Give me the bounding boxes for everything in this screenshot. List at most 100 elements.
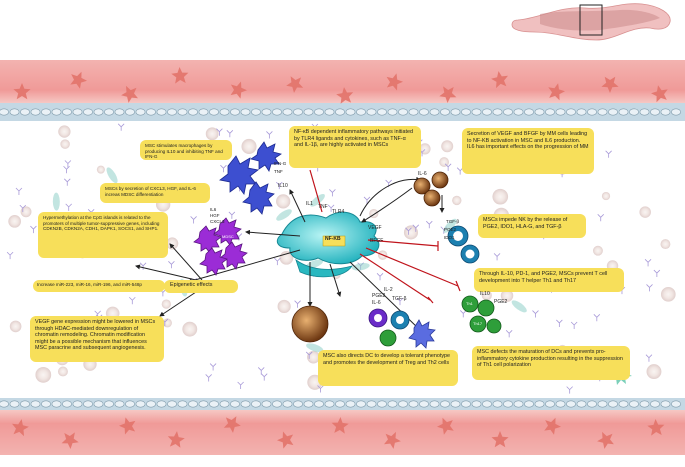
endothelial-cell (534, 108, 545, 116)
il6-dc-label: IL-6 (372, 300, 381, 306)
endothelial-cell (125, 400, 135, 408)
endothelial-cell (639, 108, 650, 116)
endothelial-cell (576, 108, 587, 116)
msc-icon (276, 211, 380, 278)
stromal-cell (106, 167, 118, 184)
endothelial-cell (513, 400, 524, 408)
antibody-mark (444, 163, 452, 171)
antibody-mark (209, 363, 217, 371)
antibody-mark (30, 225, 37, 234)
vessel-cell-stars (12, 67, 668, 449)
endothelial-cell (324, 400, 335, 408)
vegf-label: VEGF (368, 225, 382, 231)
endothelial-cell (377, 400, 387, 408)
vessel-star-cell (437, 417, 454, 435)
vessel-star-cell (167, 431, 185, 448)
red-blood-cell (161, 299, 171, 309)
endothelial-cell (461, 108, 471, 116)
il2-label: IL-2 (384, 287, 393, 293)
endothelial-cell (72, 400, 83, 408)
nk-box: MSCs impede NK by the release of PGE2, I… (478, 214, 586, 238)
mdsc-icon (193, 217, 248, 276)
antibody-mark (257, 367, 265, 375)
endothelial-cell (167, 108, 177, 116)
endothelial-cell (513, 108, 524, 116)
endothelial-cell (356, 400, 366, 408)
endothelial-cell (125, 108, 135, 116)
dendritic-cell-icon (368, 308, 436, 349)
nfkb-label: NF-KB (325, 236, 341, 242)
il10-label: IL10 (278, 183, 288, 189)
endothelial-cell (135, 400, 146, 408)
endothelial-cell (440, 108, 450, 116)
vegf-bfgf-box: Secretion of VEGF and BFGF by MM cells l… (462, 128, 594, 174)
antibody-mark (205, 374, 212, 382)
red-blood-cell (403, 225, 419, 240)
bfgf-label: BFGF (370, 238, 384, 244)
antibody-mark (505, 330, 513, 338)
endothelial-cell (209, 400, 219, 408)
antibody-mark (405, 227, 412, 235)
endothelial-cell (188, 108, 198, 116)
endothelial-cell (660, 400, 671, 408)
antibody-mark (275, 181, 283, 190)
antibody-mark (532, 310, 539, 318)
endothelial-cell (671, 400, 681, 408)
il6-label: IL-6 (418, 171, 427, 177)
dc-treg-box: MSC also directs DC to develop a toleran… (318, 350, 458, 386)
endothelial-cell (240, 400, 251, 408)
endothelial-cell (230, 108, 240, 116)
endothelial-cell (219, 400, 230, 408)
endothelial-cell (230, 400, 240, 408)
endothelial-cell (440, 400, 450, 408)
endothelial-cell (450, 108, 461, 116)
antibody-mark (274, 257, 281, 266)
endothelial-cell (324, 108, 335, 116)
red-blood-cell (241, 138, 257, 154)
vessel-star-cell (121, 85, 138, 103)
endothelial-cell (293, 400, 303, 408)
endothelial-cell (398, 108, 408, 116)
pge2-t-label: PGE2 (494, 299, 508, 305)
endothelial-cell (471, 108, 482, 116)
vessel-star-cell (601, 76, 619, 93)
endothelial-cell (72, 108, 83, 116)
endothelial-cell (618, 108, 629, 116)
il1-label: IL1 (306, 201, 313, 207)
endothelial-cell (261, 108, 272, 116)
antibody-mark (266, 131, 273, 139)
antibody-mark (653, 269, 661, 278)
endothelial-cell (146, 108, 156, 116)
antibody-mark (216, 128, 223, 136)
antibody-mark (493, 253, 501, 261)
endothelial-cell (93, 108, 104, 116)
tlr4-label: TLR4 (332, 209, 345, 215)
endothelial-cell (387, 108, 398, 116)
red-blood-cell (58, 366, 68, 377)
endothelial-cell (282, 108, 293, 116)
endothelial-cell (30, 108, 41, 116)
red-blood-cell (646, 364, 662, 380)
macrophage-box: MSC stimulates macrophages by producing … (140, 140, 232, 160)
vessel-star-cell (491, 431, 509, 448)
antibody-mark (64, 160, 72, 168)
endothelial-cell (314, 400, 324, 408)
endothelial-cell (41, 400, 51, 408)
vessel-star-cell (544, 417, 561, 435)
macrophage-icon (219, 141, 282, 215)
endothelial-cell (30, 400, 41, 408)
endothelial-cell (608, 108, 618, 116)
nfkb-pathway-box: NF-κB dependent inflammatory pathways in… (289, 126, 421, 168)
endothelial-cell (114, 108, 125, 116)
red-blood-cell (276, 194, 291, 209)
nk-cell-icon (447, 225, 480, 264)
endothelial-cell (534, 400, 545, 408)
endothelial-cell (503, 400, 513, 408)
antibody-mark (646, 284, 653, 292)
stromal-cell (52, 192, 60, 211)
pge2-label: PGE2 (444, 227, 457, 232)
mdsc-label: MDSC (222, 234, 234, 239)
endothelial-cell (198, 400, 209, 408)
bone-icon (511, 3, 671, 41)
